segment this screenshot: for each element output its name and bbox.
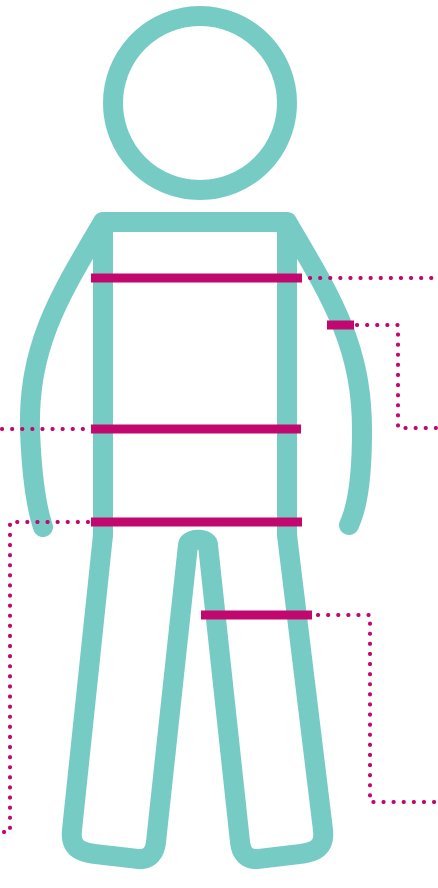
left-arm-outline xyxy=(30,222,103,527)
torso-outline xyxy=(103,222,287,535)
right-arm-outline xyxy=(287,222,362,525)
head-outline xyxy=(113,16,287,190)
legs-outline xyxy=(72,535,324,859)
thigh-leader-line xyxy=(318,615,436,802)
